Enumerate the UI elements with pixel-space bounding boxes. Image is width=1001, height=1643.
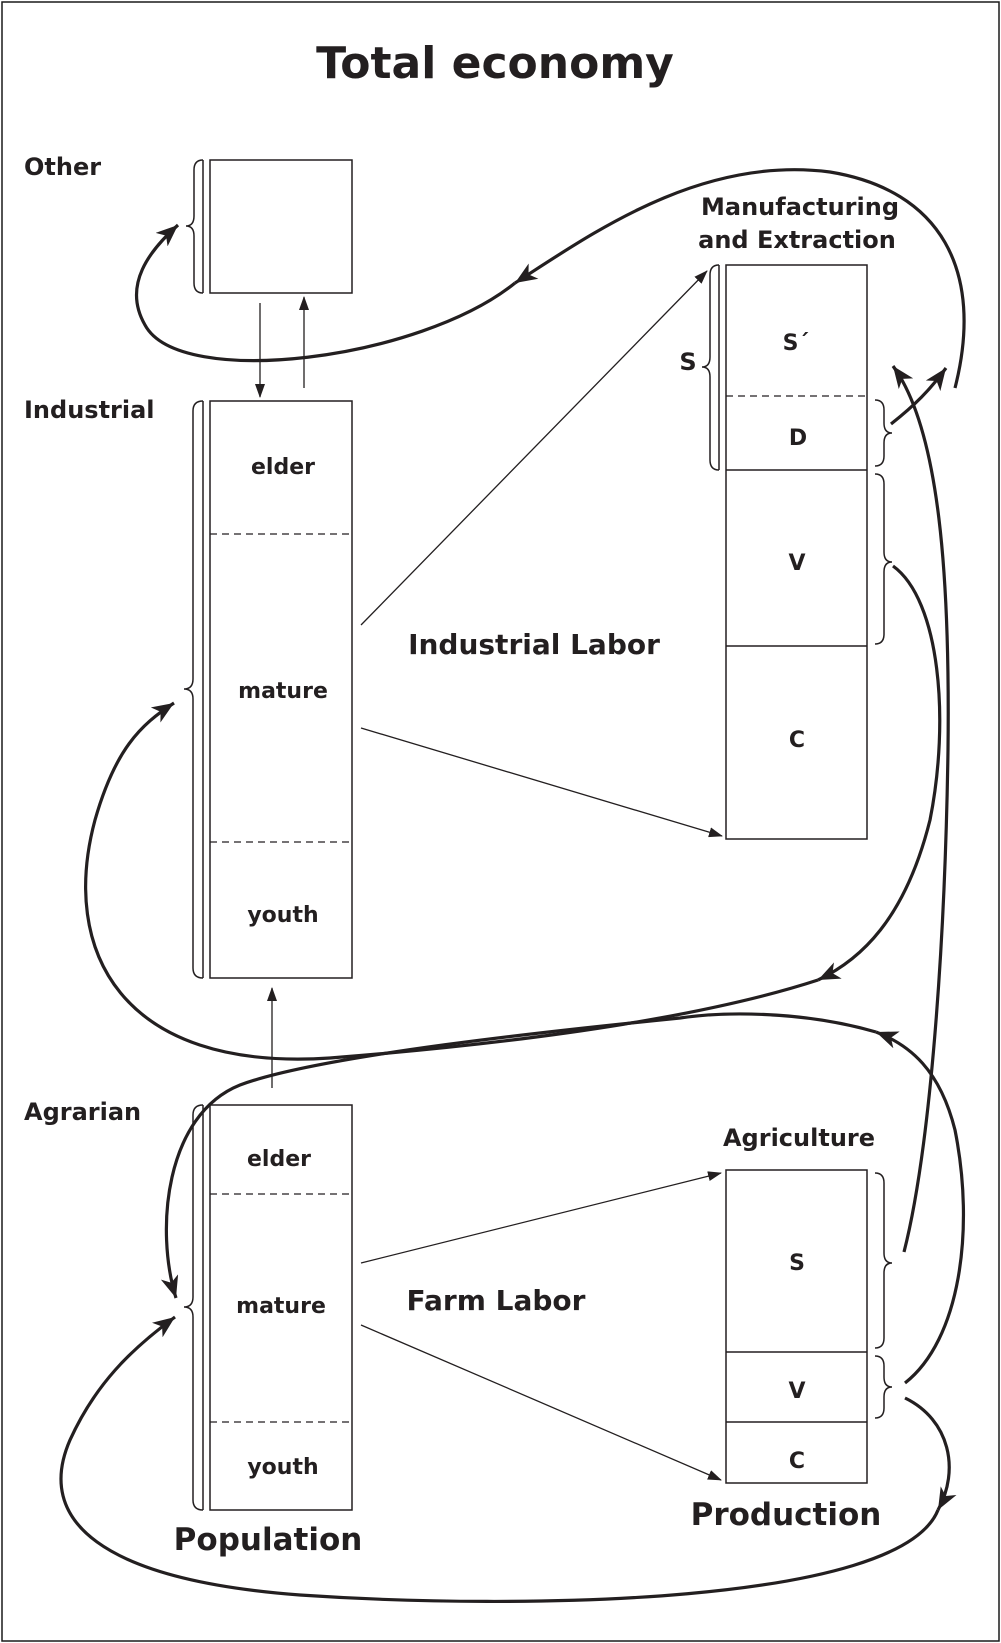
agriculture-title: Agriculture [723,1124,875,1152]
manufacturing-s-prime-cell: S´ [783,331,810,356]
manufacturing-title-line2: and Extraction [698,226,896,254]
agriculture-v-cell: V [788,1379,805,1404]
section-label-agrarian: Agrarian [24,1098,141,1126]
manufacturing-v-brace [874,473,893,645]
flow-depreciation [890,367,948,426]
flow-manufacturing-wages [817,564,942,982]
manufacturing-title-line1: Manufacturing [701,193,899,221]
agriculture-v-brace [874,1355,893,1419]
other-population-box [185,159,353,294]
agrarian-population-column: elder mature youth [183,1104,353,1511]
industrial-mature-label: mature [238,679,328,704]
flow-agri-surplus-to-manufacturing [891,365,950,1253]
arrow-farm-labor-to-agri-capital [360,1324,722,1481]
industrial-elder-label: elder [251,455,315,480]
section-label-industrial: Industrial [24,396,155,424]
flow-bottom-loop-to-agrarian [59,1315,940,1604]
manufacturing-production-column: S S´ D V C [679,264,893,840]
manufacturing-d-brace [874,399,893,467]
industrial-labor-label: Industrial Labor [408,628,660,661]
production-footer: Production [691,1497,882,1533]
arrow-industrial-labor-to-surplus [360,270,708,626]
arrow-farm-labor-to-agri-surplus [360,1171,722,1264]
flow-surplus-to-other [514,168,966,389]
agrarian-youth-label: youth [247,1455,318,1480]
agrarian-brace [183,1104,204,1511]
agrarian-elder-label: elder [247,1147,311,1172]
industrial-brace [183,400,204,979]
manufacturing-s-brace-label: S [679,348,696,376]
agriculture-production-column: S V C [725,1169,893,1484]
section-label-other: Other [24,153,101,181]
arrow-industrial-labor-to-capital [360,727,723,838]
flow-to-agrarian-mature [160,1012,877,1299]
flow-agri-v-up [875,1030,966,1385]
other-brace [185,159,204,294]
manufacturing-s-brace [701,264,720,471]
agriculture-s-cell: S [789,1251,805,1276]
agrarian-mature-label: mature [236,1294,326,1319]
flow-into-other [134,223,517,363]
farm-labor-label: Farm Labor [407,1284,586,1317]
diagram-title: Total economy [316,38,674,89]
manufacturing-v-cell: V [788,551,805,576]
agriculture-s-brace [874,1172,893,1349]
manufacturing-c-cell: C [789,728,805,753]
industrial-population-column: elder mature youth [183,400,353,979]
manufacturing-d-cell: D [789,426,807,451]
flow-wages-to-industrial [84,701,819,1061]
population-footer: Population [174,1522,363,1558]
industrial-youth-label: youth [247,903,318,928]
flow-agri-v-down [904,1396,957,1511]
agriculture-c-cell: C [789,1449,805,1474]
